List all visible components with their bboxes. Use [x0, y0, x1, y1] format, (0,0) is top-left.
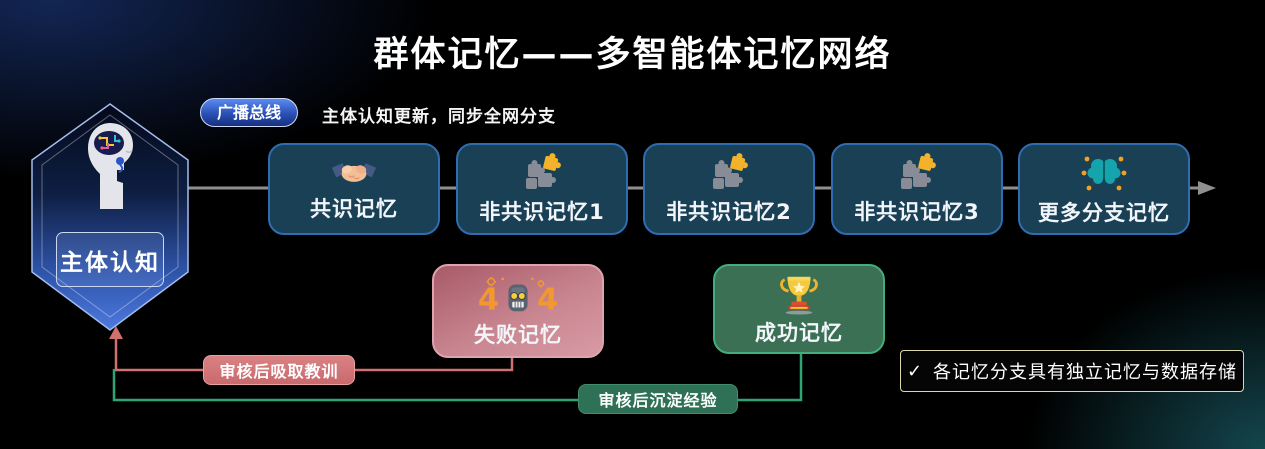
- branch-label: 非共识记忆3: [854, 199, 980, 224]
- branch-node-nonconsensus-1: 非共识记忆1: [456, 143, 628, 235]
- puzzle-icon: [713, 152, 748, 189]
- storage-note: ✓ 各记忆分支具有独立记忆与数据存储: [900, 350, 1244, 392]
- branch-node-nonconsensus-2: 非共识记忆2: [643, 143, 815, 235]
- failure-memory-label: 失败记忆: [474, 322, 562, 347]
- diagram-title: 群体记忆——多智能体记忆网络: [373, 35, 892, 75]
- robot-404-icon: 4 4: [478, 276, 558, 317]
- broadcast-bus-badge: 广播总线: [200, 98, 299, 127]
- failure-feedback-arrowhead-icon: [109, 326, 123, 339]
- branch-node-consensus: 共识记忆: [268, 143, 440, 235]
- agent-label: 主体认知: [56, 232, 164, 287]
- success-memory-node: 成功记忆: [713, 264, 885, 354]
- branch-node-more: 更多分支记忆: [1018, 143, 1190, 235]
- failure-feedback-label: 审核后吸取教训: [203, 355, 355, 385]
- svg-text:4: 4: [478, 282, 499, 317]
- branch-label: 非共识记忆2: [666, 199, 792, 224]
- puzzle-icon: [526, 152, 561, 189]
- head-brain-icon: [88, 123, 133, 209]
- branch-label: 更多分支记忆: [1038, 200, 1170, 225]
- success-feedback-label: 审核后沉淀经验: [578, 384, 738, 414]
- bus-arrowhead-icon: [1198, 181, 1216, 195]
- failure-memory-node: 4 4 失败记忆: [432, 264, 604, 358]
- storage-note-text: 各记忆分支具有独立记忆与数据存储: [933, 362, 1238, 383]
- success-memory-label: 成功记忆: [755, 320, 843, 345]
- brain-network-icon: [1081, 156, 1127, 190]
- broadcast-bus-caption: 主体认知更新，同步全网分支: [322, 107, 556, 127]
- svg-text:4: 4: [537, 282, 558, 317]
- branch-node-nonconsensus-3: 非共识记忆3: [831, 143, 1003, 235]
- agent-node: 主体认知: [28, 101, 192, 333]
- branch-label: 共识记忆: [310, 196, 398, 221]
- branch-label: 非共识记忆1: [479, 199, 605, 224]
- check-icon: ✓: [906, 360, 924, 382]
- trophy-icon: [780, 276, 818, 315]
- success-feedback-line: [112, 354, 803, 402]
- puzzle-icon: [901, 152, 936, 189]
- handshake-icon: [331, 162, 377, 182]
